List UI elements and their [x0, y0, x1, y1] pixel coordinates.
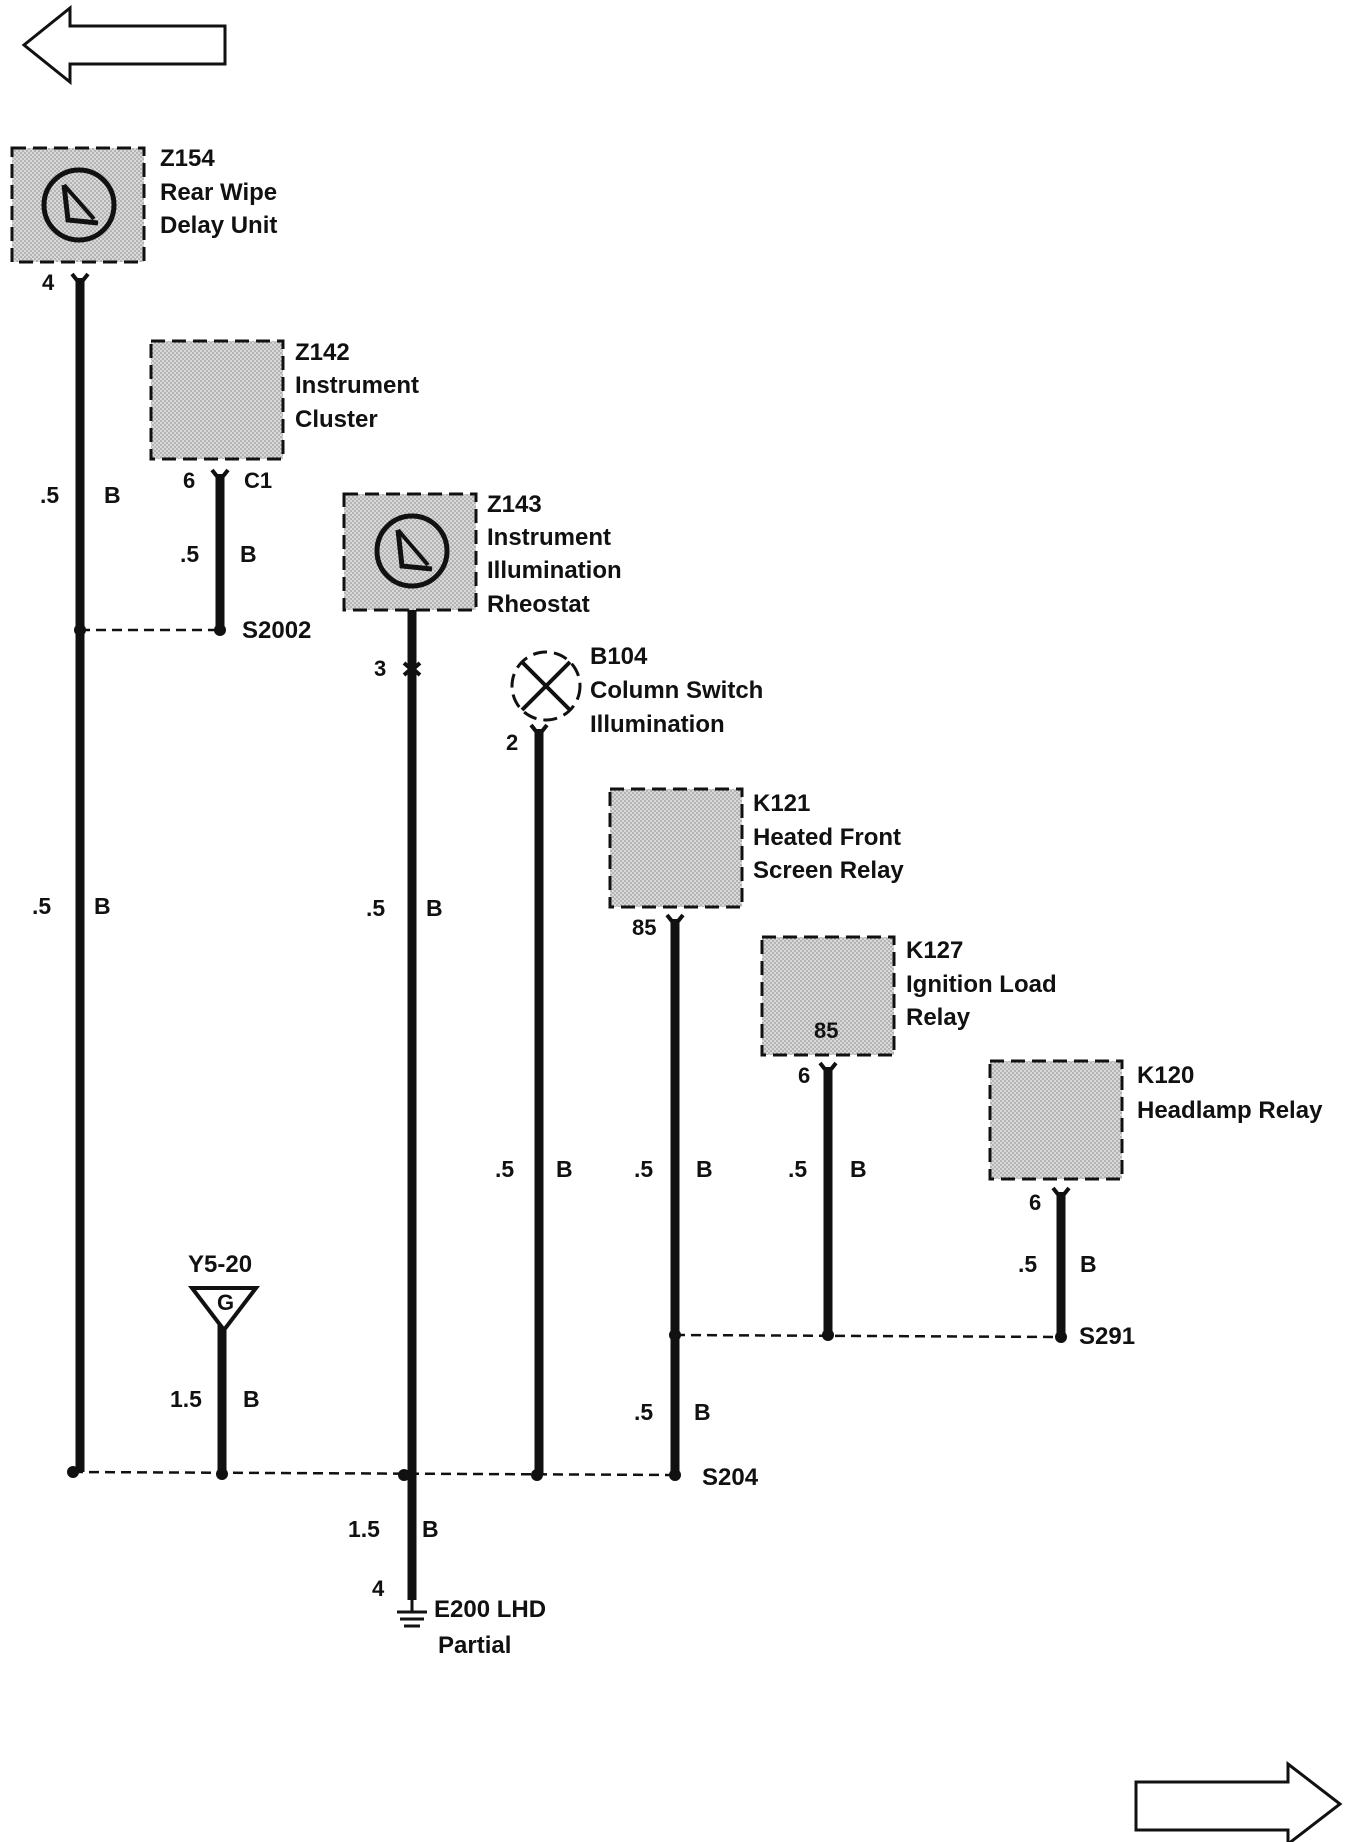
splice-s204: S204	[702, 1464, 759, 1491]
triangle-connector-icon	[187, 1286, 261, 1334]
k120-pin: 6	[1029, 1190, 1041, 1215]
z154-id: Z154	[160, 145, 215, 172]
wire-color: B	[422, 1516, 439, 1542]
wire-size: .5	[634, 1399, 653, 1425]
e200-name-line2: Partial	[438, 1632, 511, 1659]
z142-pin: 6	[183, 468, 195, 493]
arrow-right-icon[interactable]	[1134, 1760, 1343, 1842]
wire-size: 1.5	[170, 1386, 202, 1412]
k127-name-line1: Ignition Load	[906, 971, 1057, 998]
z142-name-line2: Cluster	[295, 406, 378, 433]
ground-icon	[397, 1596, 427, 1628]
k121-pin: 85	[632, 915, 656, 940]
z142-name-line1: Instrument	[295, 372, 419, 399]
wire-size: .5	[180, 541, 199, 567]
y5-20-letter: G	[217, 1290, 234, 1315]
b104-id: B104	[590, 643, 648, 670]
k120-name-line1: Headlamp Relay	[1137, 1097, 1323, 1124]
wire-size: .5	[1018, 1251, 1037, 1277]
wire-size: .5	[32, 893, 51, 919]
z154-name-line2: Delay Unit	[160, 212, 277, 239]
k127-id: K127	[906, 937, 963, 964]
z143-name-line3: Rheostat	[487, 591, 590, 618]
wire-size: .5	[40, 482, 59, 508]
wire-color: B	[850, 1156, 867, 1182]
splice-bus-lines	[72, 628, 1062, 1477]
wires	[75, 278, 1066, 1600]
component-k120	[988, 1059, 1124, 1181]
rheostat-dial-icon	[41, 167, 117, 243]
wire-size: .5	[634, 1156, 653, 1182]
wire-color: B	[104, 482, 121, 508]
wire-color: B	[1080, 1251, 1097, 1277]
wire-color: B	[426, 895, 443, 921]
y5-20-id: Y5-20	[188, 1251, 252, 1278]
wire-color: B	[696, 1156, 713, 1182]
wire-color: B	[240, 541, 257, 567]
e200-name-line1: E200 LHD	[434, 1596, 546, 1623]
lamp-icon	[510, 650, 582, 722]
z142-connector: C1	[244, 468, 272, 493]
splice-s291: S291	[1079, 1323, 1135, 1350]
wire-color: B	[694, 1399, 711, 1425]
splice-dots	[67, 624, 1067, 1481]
k121-name-line1: Heated Front	[753, 824, 901, 851]
b104-pin: 2	[506, 730, 518, 755]
z154-name-line1: Rear Wipe	[160, 179, 277, 206]
z154-pin: 4	[42, 270, 55, 295]
e200-pin: 4	[372, 1576, 385, 1601]
b104-name-line1: Column Switch	[590, 677, 763, 704]
component-k121	[608, 787, 744, 909]
k121-id: K121	[753, 790, 810, 817]
k127-pin: 6	[798, 1063, 810, 1088]
b104-name-line2: Illumination	[590, 711, 725, 738]
z143-pin: 3	[374, 656, 386, 681]
component-z154	[10, 146, 146, 264]
component-k127	[760, 935, 896, 1057]
wire-size: .5	[366, 895, 385, 921]
z143-id: Z143	[487, 491, 542, 518]
k127-name-line2: Relay	[906, 1004, 971, 1031]
wire-size: .5	[788, 1156, 807, 1182]
wire-color: B	[243, 1386, 260, 1412]
rheostat-dial-icon	[374, 513, 450, 589]
wire-size: 1.5	[348, 1516, 380, 1542]
wire-color: B	[556, 1156, 573, 1182]
wire-color: B	[94, 893, 111, 919]
component-z143	[342, 492, 478, 612]
wire-size: .5	[495, 1156, 514, 1182]
z143-name-line2: Illumination	[487, 557, 622, 584]
k121-name-line2: Screen Relay	[753, 857, 904, 884]
z142-id: Z142	[295, 339, 350, 366]
k120-id: K120	[1137, 1062, 1194, 1089]
arrow-left-icon[interactable]	[21, 4, 227, 86]
z143-name-line1: Instrument	[487, 524, 611, 551]
splice-s2002: S2002	[242, 617, 311, 644]
k127-inner-pin: 85	[814, 1018, 838, 1043]
component-z142	[149, 339, 285, 461]
